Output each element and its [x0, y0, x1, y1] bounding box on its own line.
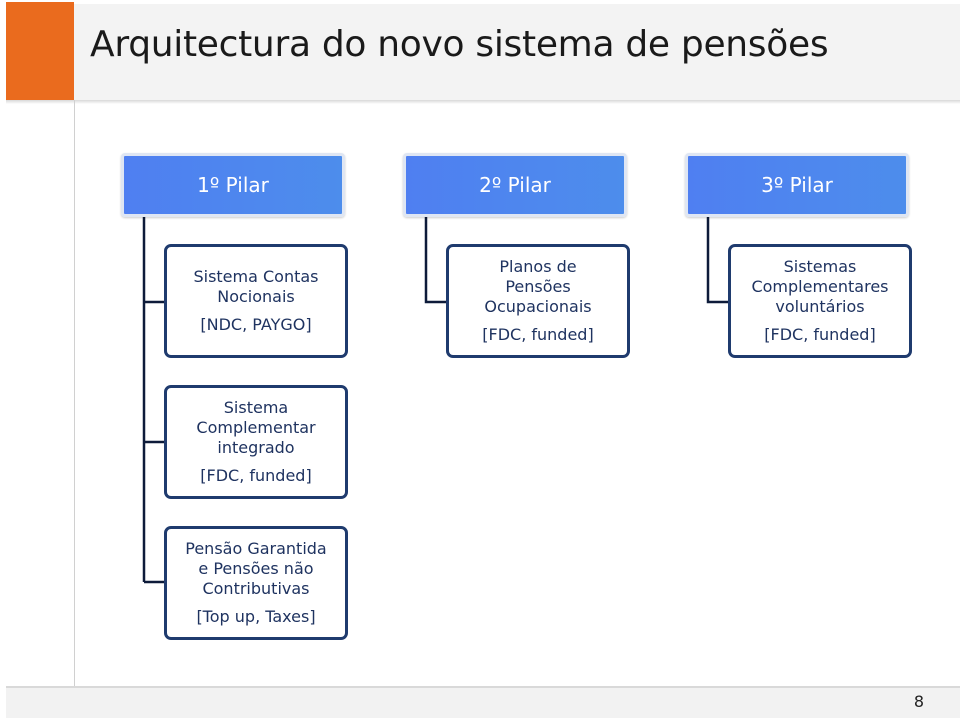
- connector-pillar1: [142, 217, 166, 584]
- connector-pillar3: [706, 217, 730, 304]
- page-number: 8: [913, 692, 924, 711]
- pillar-1-label: 1º Pilar: [197, 173, 269, 197]
- slide-title: Arquitectura do novo sistema de pensões: [90, 24, 829, 65]
- pillar-1: 1º Pilar: [121, 153, 345, 217]
- node-voluntary-type: [FDC, funded]: [764, 325, 876, 344]
- pillar-3: 3º Pilar: [685, 153, 909, 217]
- node-guaranteed-type: [Top up, Taxes]: [196, 607, 316, 626]
- pillar-2-label: 2º Pilar: [479, 173, 551, 197]
- node-integrated-type: [FDC, funded]: [200, 466, 312, 485]
- connector-pillar2: [424, 217, 448, 304]
- left-rule: [74, 100, 75, 690]
- node-notional-type: [NDC, PAYGO]: [200, 315, 312, 334]
- footer-divider: [6, 686, 960, 688]
- footer-bar: [6, 688, 960, 718]
- title-underline: [6, 100, 960, 104]
- pillar-3-label: 3º Pilar: [761, 173, 833, 197]
- accent-square: [6, 2, 74, 100]
- pillar-2: 2º Pilar: [403, 153, 627, 217]
- node-occupational-type: [FDC, funded]: [482, 325, 594, 344]
- title-bar: [6, 4, 960, 100]
